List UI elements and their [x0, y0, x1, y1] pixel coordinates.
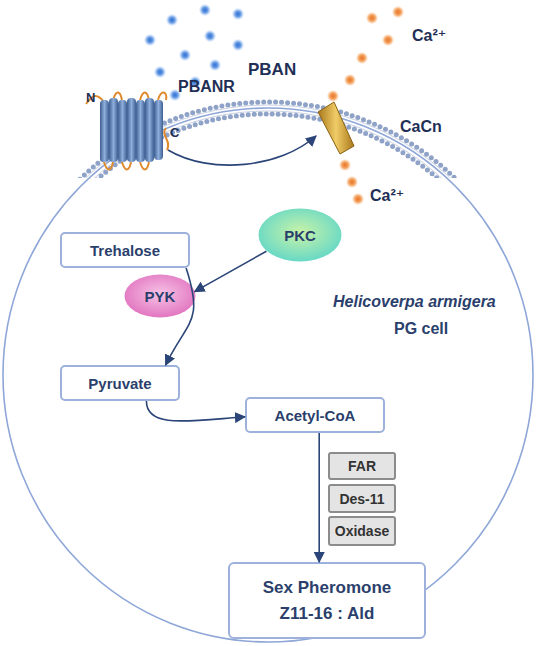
- kinase-oval: PYK: [124, 274, 196, 318]
- node-label: Sex Pheromone: [263, 575, 392, 601]
- part-label: N: [86, 90, 95, 105]
- node-label: Trehalose: [90, 242, 160, 259]
- node-label: FAR: [348, 458, 376, 474]
- flow-arrow: [318, 433, 320, 562]
- cell-label: PG cell: [394, 320, 448, 338]
- pg-cell: Helicoverpa armigera PG cell PKC TrehaloseP…: [2, 107, 534, 643]
- ion-flow: [325, 205, 348, 214]
- cell-label: Helicoverpa armigera: [333, 293, 496, 311]
- calcium-ions: [327, 6, 404, 205]
- part-label: Ca²⁺: [370, 186, 404, 205]
- part-label: C: [170, 125, 179, 140]
- metabolite-box: Trehalose: [60, 232, 190, 268]
- pban-molecules: [144, 4, 244, 101]
- kinase-oval: PKC: [258, 208, 342, 262]
- part-label: CaCn: [400, 118, 442, 136]
- calcium-channel: [318, 102, 354, 154]
- flow-arrow: [166, 268, 194, 365]
- node-label: Z11-16 : Ald: [280, 601, 375, 627]
- membrane: [0, 102, 536, 178]
- part-label: Ca²⁺: [412, 26, 446, 45]
- node-label: PYK: [145, 288, 176, 305]
- activation-arrow: [168, 136, 316, 165]
- flow-arrow: [195, 251, 267, 291]
- flow-arrow: [146, 401, 245, 421]
- node-label: Oxidase: [335, 523, 389, 539]
- pbanr-receptor: [86, 92, 168, 169]
- enzyme-box: Des-11: [328, 484, 396, 513]
- metabolite-box: Pyruvate: [60, 365, 180, 401]
- node-label: Des-11: [339, 491, 384, 507]
- node-label: Acetyl-CoA: [275, 407, 356, 424]
- enzyme-box: FAR: [328, 452, 396, 480]
- metabolite-box: Acetyl-CoA: [245, 397, 385, 433]
- product-box: Sex PheromoneZ11-16 : Ald: [228, 562, 426, 639]
- part-label: PBANR: [178, 78, 235, 96]
- enzyme-box: Oxidase: [328, 516, 396, 546]
- part-label: PBAN: [248, 60, 296, 80]
- node-label: Pyruvate: [88, 375, 151, 392]
- node-label: PKC: [284, 227, 316, 244]
